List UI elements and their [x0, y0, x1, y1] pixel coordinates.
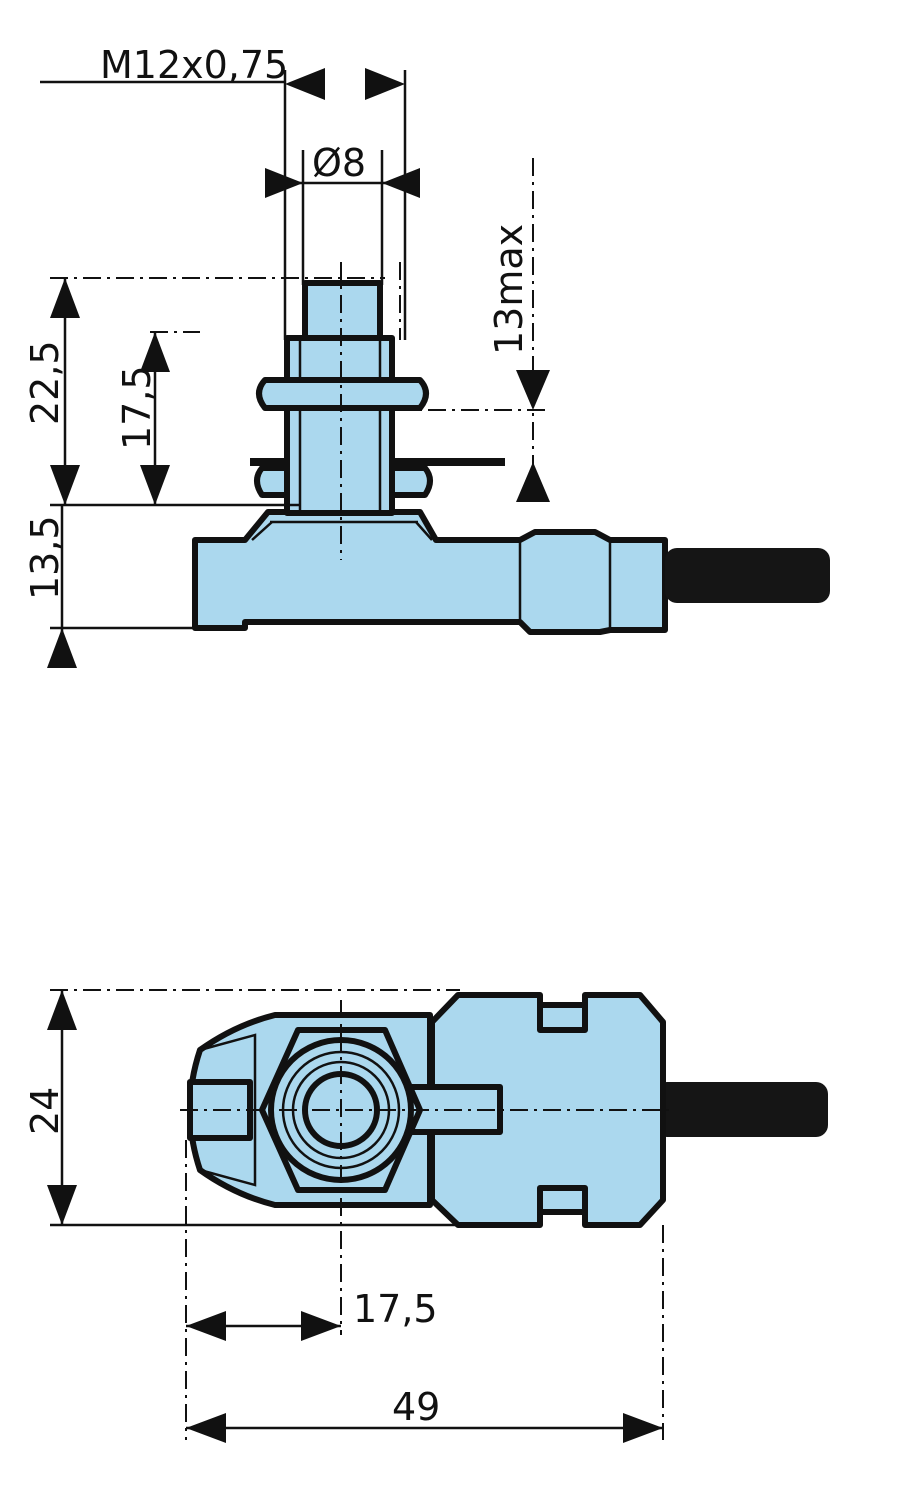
label-175-horizontal: 17,5: [353, 1287, 438, 1331]
arrow-24-bottom: [47, 1185, 77, 1225]
arrow-thread-right: [365, 68, 405, 100]
side-base-body: [192, 509, 668, 635]
side-dimensions: M12x0,75 Ø8 13max 22,5 17,5 13,5: [23, 43, 550, 668]
label-thread: M12x0,75: [100, 43, 288, 87]
arrow-225-top: [50, 278, 80, 318]
side-upper-nut: [256, 377, 429, 411]
top-connector-notch-top: [537, 1002, 588, 1033]
label-13max: 13max: [487, 224, 531, 355]
label-49: 49: [392, 1385, 440, 1429]
label-diameter: Ø8: [312, 141, 366, 185]
label-175-vertical: 17,5: [115, 365, 159, 450]
arrow-dia-left: [265, 168, 303, 198]
arrow-thread-left: [285, 68, 325, 100]
side-base-ramp: [251, 521, 433, 541]
arrow-13max-up: [516, 462, 550, 502]
side-view: [192, 262, 830, 635]
arrow-135-bottom: [47, 628, 77, 668]
top-dimensions: 24 17,5 49: [23, 989, 664, 1443]
top-view: [180, 992, 828, 1335]
arrow-175h-left: [186, 1311, 226, 1341]
arrow-175v-bottom: [140, 465, 170, 505]
arrow-225-bottom: [50, 465, 80, 505]
arrow-175h-right: [301, 1311, 341, 1341]
arrow-24-top: [47, 990, 77, 1030]
arrow-13max-down: [516, 370, 550, 410]
arrow-dia-right: [382, 168, 420, 198]
label-135: 13,5: [23, 515, 67, 600]
arrow-49-left: [186, 1413, 226, 1443]
label-24: 24: [23, 1087, 67, 1135]
top-connector-notch-bottom: [537, 1185, 588, 1215]
side-bushing: [284, 335, 395, 516]
top-cable: [655, 1082, 828, 1137]
side-cable: [665, 548, 830, 603]
arrow-175v-top: [140, 332, 170, 372]
label-225: 22,5: [23, 340, 67, 425]
side-plunger: [302, 280, 383, 341]
arrow-49-right: [623, 1413, 663, 1443]
